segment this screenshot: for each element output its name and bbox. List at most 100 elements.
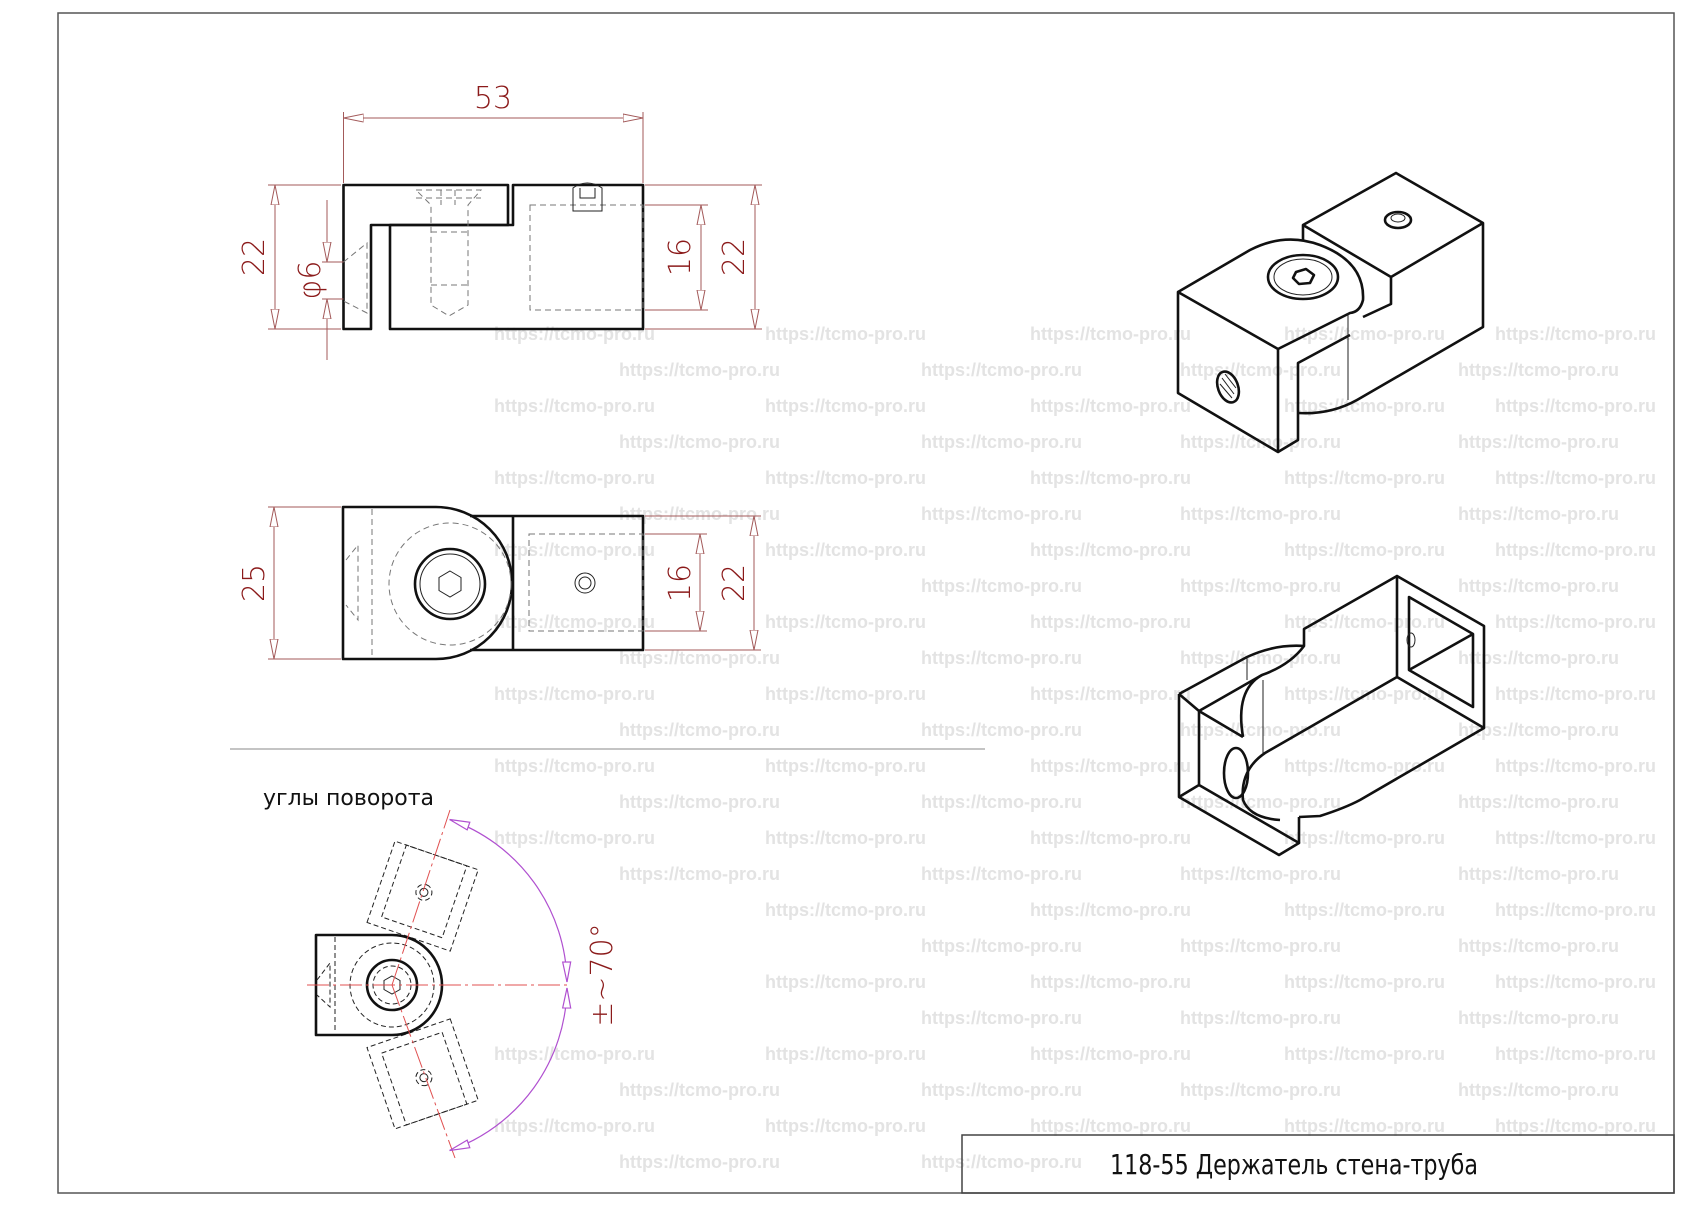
watermark-text: https://tcmo-pro.ru — [1180, 1080, 1341, 1100]
watermark-text: https://tcmo-pro.ru — [1030, 972, 1191, 992]
watermark-text: https://tcmo-pro.ru — [921, 648, 1082, 668]
watermark-text: https://tcmo-pro.ru — [1495, 756, 1656, 776]
watermark-text: https://tcmo-pro.ru — [921, 504, 1082, 524]
watermark-text: https://tcmo-pro.ru — [1180, 936, 1341, 956]
watermark-text: https://tcmo-pro.ru — [619, 864, 780, 884]
top-view: 25 16 22 — [237, 505, 761, 661]
watermark-text: https://tcmo-pro.ru — [1180, 504, 1341, 524]
watermark-text: https://tcmo-pro.ru — [1180, 576, 1341, 596]
watermark-text: https://tcmo-pro.ru — [921, 864, 1082, 884]
watermark-text: https://tcmo-pro.ru — [1030, 684, 1191, 704]
watermark-text: https://tcmo-pro.ru — [1458, 1008, 1619, 1028]
watermark-text: https://tcmo-pro.ru — [1030, 468, 1191, 488]
watermark-text: https://tcmo-pro.ru — [1458, 864, 1619, 884]
dim-height-22: 22 — [717, 564, 752, 602]
watermark-text: https://tcmo-pro.ru — [1284, 540, 1445, 560]
dim-tube-inner-16: 16 — [663, 564, 698, 602]
watermark-text: https://tcmo-pro.ru — [1030, 396, 1191, 416]
watermark-text: https://tcmo-pro.ru — [1284, 1116, 1445, 1136]
drawing-title: 118-55 Держатель стена-труба — [1110, 1148, 1478, 1181]
watermark-text: https://tcmo-pro.ru — [619, 648, 780, 668]
watermark-text: https://tcmo-pro.ru — [1458, 648, 1619, 668]
watermark-text: https://tcmo-pro.ru — [1284, 1044, 1445, 1064]
watermark-text: https://tcmo-pro.ru — [1284, 468, 1445, 488]
watermark-text: https://tcmo-pro.ru — [619, 504, 780, 524]
watermark-text: https://tcmo-pro.ru — [1495, 972, 1656, 992]
countersunk-screw-hidden — [414, 189, 483, 317]
watermark-text: https://tcmo-pro.ru — [1495, 684, 1656, 704]
watermark-text: https://tcmo-pro.ru — [1030, 900, 1191, 920]
watermark-text: https://tcmo-pro.ru — [494, 540, 655, 560]
watermark-text: https://tcmo-pro.ru — [921, 936, 1082, 956]
watermark-layer: https://tcmo-pro.ru https://tcmo-pro.ru ht… — [494, 324, 1656, 1172]
isometric-view-bottom — [1177, 574, 1486, 857]
watermark-text: https://tcmo-pro.ru — [1030, 324, 1191, 344]
watermark-text: https://tcmo-pro.ru — [1284, 972, 1445, 992]
watermark-text: https://tcmo-pro.ru — [1180, 792, 1341, 812]
watermark-text: https://tcmo-pro.ru — [494, 684, 655, 704]
watermark-text: https://tcmo-pro.ru — [921, 1080, 1082, 1100]
hex-socket-icon — [438, 570, 462, 598]
sheet-frame — [57, 12, 1675, 1194]
watermark-text: https://tcmo-pro.ru — [1284, 828, 1445, 848]
watermark-text: https://tcmo-pro.ru — [1030, 540, 1191, 560]
watermark-text: https://tcmo-pro.ru — [765, 756, 926, 776]
watermark-text: https://tcmo-pro.ru — [1458, 792, 1619, 812]
bolt-hole — [1222, 746, 1250, 800]
watermark-text: https://tcmo-pro.ru — [1495, 540, 1656, 560]
tube-socket-hidden — [529, 204, 644, 311]
title-block — [961, 1134, 1675, 1194]
watermark-text: https://tcmo-pro.ru — [494, 612, 655, 632]
watermark-text: https://tcmo-pro.ru — [1458, 504, 1619, 524]
watermark-text: https://tcmo-pro.ru — [1180, 1008, 1341, 1028]
rotation-angle: ±~70° — [585, 923, 620, 1026]
watermark-text: https://tcmo-pro.ru — [619, 1152, 780, 1172]
wall-bracket-outline — [342, 183, 510, 331]
set-screw — [572, 182, 603, 212]
watermark-text: https://tcmo-pro.ru — [765, 396, 926, 416]
watermark-text: https://tcmo-pro.ru — [1458, 432, 1619, 452]
rotation-view: углы поворота ±~70° — [263, 786, 620, 1159]
watermark-text: https://tcmo-pro.ru — [1030, 612, 1191, 632]
watermark-text: https://tcmo-pro.ru — [1495, 900, 1656, 920]
watermark-text: https://tcmo-pro.ru — [619, 360, 780, 380]
watermark-text: https://tcmo-pro.ru — [921, 792, 1082, 812]
angle-arc-lower — [449, 987, 572, 1152]
watermark-text: https://tcmo-pro.ru — [1284, 324, 1445, 344]
watermark-text: https://tcmo-pro.ru — [1180, 360, 1341, 380]
hinge-body-outline — [314, 933, 444, 1037]
watermark-text: https://tcmo-pro.ru — [494, 396, 655, 416]
watermark-text: https://tcmo-pro.ru — [1284, 756, 1445, 776]
watermark-text: https://tcmo-pro.ru — [1458, 936, 1619, 956]
watermark-text: https://tcmo-pro.ru — [494, 1116, 655, 1136]
hinge-body-outline — [341, 505, 514, 661]
watermark-text: https://tcmo-pro.ru — [765, 468, 926, 488]
watermark-text: https://tcmo-pro.ru — [765, 540, 926, 560]
watermark-text: https://tcmo-pro.ru — [921, 1152, 1082, 1172]
rotation-caption: углы поворота — [263, 786, 434, 811]
watermark-text: https://tcmo-pro.ru — [619, 432, 780, 452]
watermark-text: https://tcmo-pro.ru — [494, 756, 655, 776]
watermark-text: https://tcmo-pro.ru — [1458, 1080, 1619, 1100]
watermark-text: https://tcmo-pro.ru — [765, 1116, 926, 1136]
watermark-text: https://tcmo-pro.ru — [765, 324, 926, 344]
watermark-text: https://tcmo-pro.ru — [1284, 684, 1445, 704]
watermark-text: https://tcmo-pro.ru — [1458, 576, 1619, 596]
angle-arc-upper — [449, 818, 572, 983]
watermark-text: https://tcmo-pro.ru — [1495, 468, 1656, 488]
watermark-text: https://tcmo-pro.ru — [921, 432, 1082, 452]
watermark-text: https://tcmo-pro.ru — [765, 972, 926, 992]
dim-tube-inner-16: 16 — [663, 238, 698, 276]
watermark-text: https://tcmo-pro.ru — [619, 720, 780, 740]
front-view: 53 22 φ6 16 22 — [237, 81, 762, 360]
watermark-text: https://tcmo-pro.ru — [1458, 720, 1619, 740]
watermark-text: https://tcmo-pro.ru — [494, 324, 655, 344]
watermark-text: https://tcmo-pro.ru — [921, 1008, 1082, 1028]
watermark-text: https://tcmo-pro.ru — [619, 792, 780, 812]
dim-height-right-22: 22 — [717, 238, 752, 276]
watermark-text: https://tcmo-pro.ru — [494, 468, 655, 488]
watermark-text: https://tcmo-pro.ru — [1030, 1044, 1191, 1064]
watermark-text: https://tcmo-pro.ru — [1495, 1044, 1656, 1064]
